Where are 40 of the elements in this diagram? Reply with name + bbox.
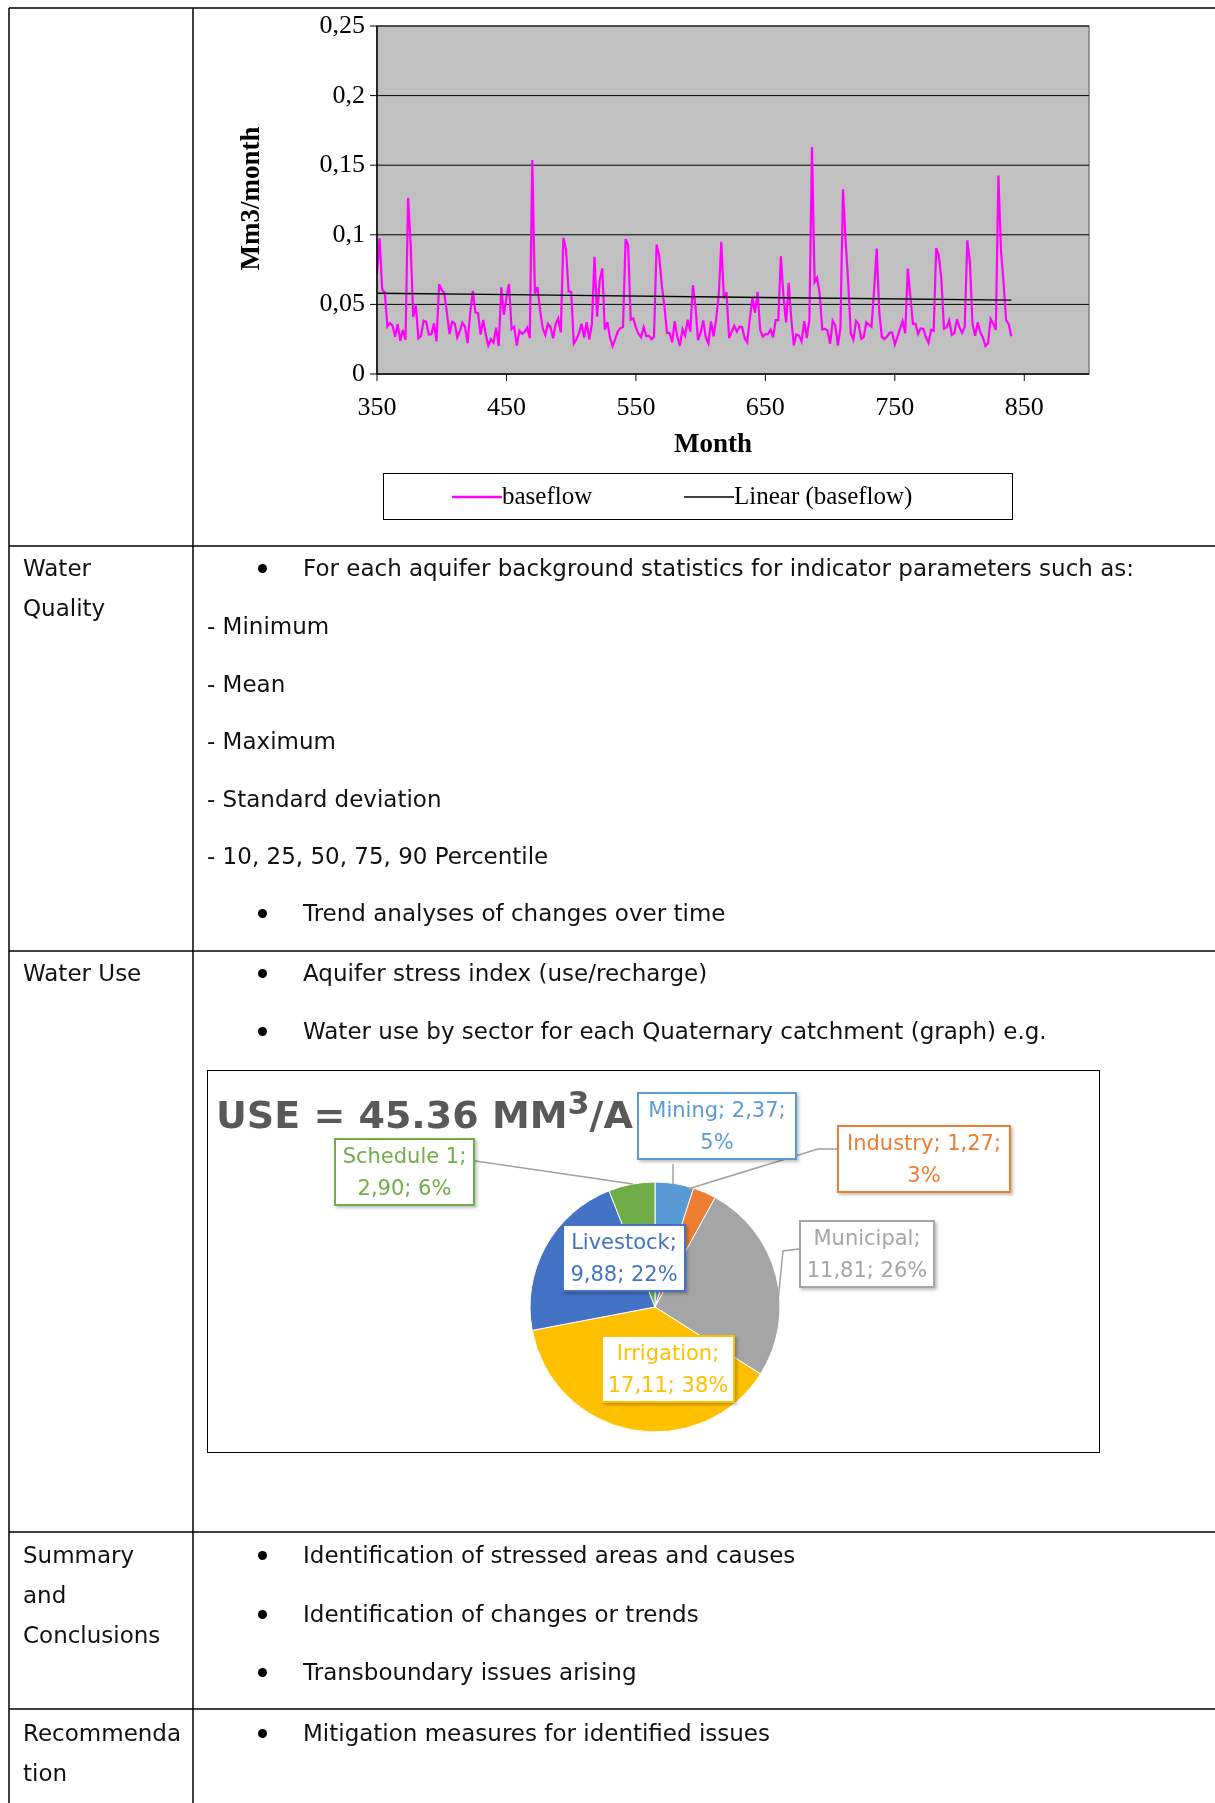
axis-title: Month (673, 428, 753, 459)
bullet-text: Identification of stressed areas and causes (303, 1541, 796, 1570)
list-item: - Maximum (207, 727, 336, 756)
tick-label: 0,1 (332, 218, 365, 249)
bullet-text: For each aquifer background statistics for indicator parameters such as: (303, 554, 1134, 583)
tick-label: 850 (1003, 392, 1045, 422)
tick-label: 0,05 (319, 288, 365, 319)
tick-label: 650 (744, 392, 786, 422)
tick-label: 750 (874, 392, 916, 422)
tick-label: 450 (485, 392, 527, 422)
tick-label: 0,25 (319, 10, 365, 40)
bullet-text: Aquifer stress index (use/recharge) (303, 959, 708, 988)
bullet-text: Trend analyses of changes over time (303, 899, 726, 928)
row-heading: Water Use (23, 959, 143, 988)
legend-label: Linear (baseflow) (734, 482, 913, 510)
bullet-text: Identification of changes or trends (303, 1600, 699, 1629)
list-item: - Minimum (207, 612, 330, 641)
legend-label: baseflow (502, 482, 593, 510)
bullet-text: Transboundary issues arising (303, 1658, 637, 1687)
data-label: Schedule 1; 2,90; 6% (334, 1138, 475, 1206)
data-label: Municipal; 11,81; 26% (799, 1220, 935, 1288)
list-item: - 10, 25, 50, 75, 90 Percentile (207, 842, 549, 871)
data-label: Industry; 1,27; 3% (837, 1125, 1011, 1193)
data-label: Mining; 2,37; 5% (637, 1092, 797, 1160)
row-heading: Recommendation (23, 1719, 183, 1788)
data-label: Irrigation; 17,11; 38% (601, 1335, 735, 1403)
axis-title: Mm3/month (234, 125, 266, 273)
data-label: Livestock; 9,88; 22% (562, 1224, 686, 1292)
tick-label: 0 (352, 358, 365, 388)
tick-label: 350 (356, 392, 398, 422)
bullet-text: Mitigation measures for identified issues (303, 1719, 770, 1748)
tick-label: 0,15 (319, 149, 365, 180)
bullet-text: Water use by sector for each Quaternary catchment (graph) e.g. (303, 1017, 1047, 1046)
row-heading: Water Quality (23, 554, 107, 623)
tick-label: 0,2 (332, 79, 365, 110)
list-item: - Standard deviation (207, 784, 442, 814)
row-heading: Summary and Conclusions (23, 1541, 162, 1650)
list-item: - Mean (207, 669, 286, 699)
chart-title: USE = 45.36 MM$^{3}$/A (216, 1085, 633, 1137)
tick-label: 550 (615, 392, 657, 422)
